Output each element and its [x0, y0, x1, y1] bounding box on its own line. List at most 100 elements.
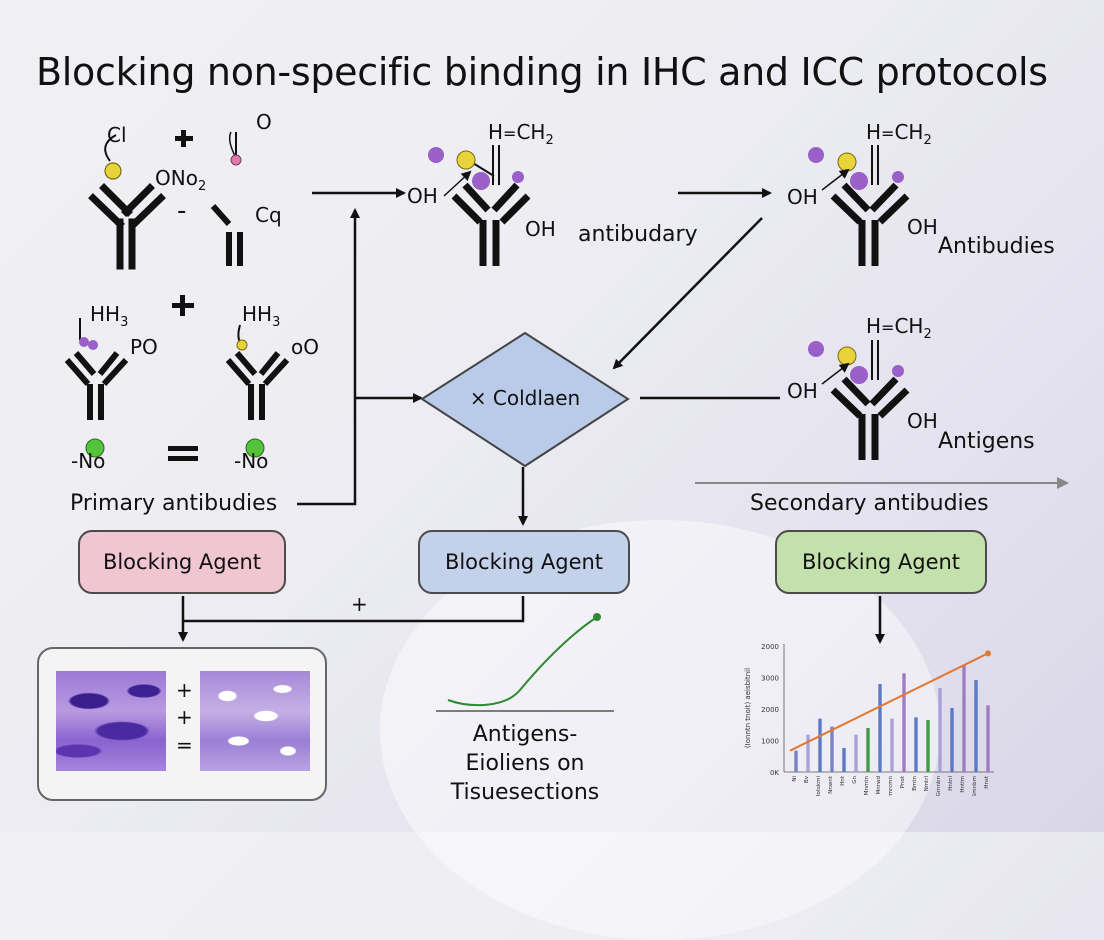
label-oh-right-left: OH: [787, 185, 818, 209]
chart-bar: [878, 684, 882, 772]
chart-bar: [854, 734, 858, 772]
label-hch2-center: H=CH2: [488, 120, 554, 148]
tissue-plus-1: +: [176, 678, 193, 702]
caption-line-3: Tisuesections: [450, 780, 600, 805]
bond-line: [871, 145, 879, 185]
arrow-diag-to-diamond: [612, 217, 763, 370]
chart-ytick-label: 2000: [761, 706, 779, 714]
chart-xtick-label: Grnnbn: [936, 776, 942, 796]
label-oh-mid-right: OH: [907, 409, 938, 433]
label-cl: Cl: [107, 123, 127, 147]
chart-ylabel: (Ionntn tnoit) aeisbitnil: [744, 668, 752, 748]
chart-xtick-label: Hnt: [840, 775, 846, 786]
label-o: O: [256, 110, 272, 134]
yellow-atom: [236, 339, 248, 351]
yellow-atom: [456, 150, 476, 170]
green-atom: [245, 438, 265, 458]
green-curve: [447, 616, 598, 707]
equals-bar-top: [168, 446, 198, 451]
label-no-a: -No: [71, 449, 106, 473]
chart-xtick-label: Smnbm: [972, 776, 978, 796]
caption-line-1: Antigens-: [472, 722, 578, 747]
label-oh-mid-left: OH: [787, 379, 818, 403]
label-cq: Cq: [255, 203, 282, 227]
label-oh-center-left: OH: [407, 184, 438, 208]
chart-bar: [866, 728, 870, 772]
chart-xtick-label: Mnmtn: [864, 775, 870, 795]
label-oo: oO: [291, 335, 319, 359]
purple-atom: [88, 340, 98, 350]
purple-atom: [850, 366, 868, 384]
chart-xtick-label: Botskmi: [816, 776, 822, 796]
chart-bar: [818, 718, 822, 772]
tissue-equals: =: [176, 733, 193, 757]
connector-blue-to-pink: [183, 596, 525, 623]
antibody-right-mid: [830, 376, 910, 460]
decision-diamond[interactable]: [420, 331, 630, 468]
chart-xtick-label: Gn: [852, 775, 858, 783]
antibody-right-top: [830, 182, 910, 266]
chart-bar: [986, 705, 990, 772]
chart-bar: [974, 680, 978, 772]
chart-xtick-label: Hnst: [984, 775, 990, 788]
label-oh-center-right: OH: [525, 217, 556, 241]
pink-atom: [230, 154, 242, 166]
bond-line: [104, 134, 117, 162]
chart-xtick-label: Bmtn: [912, 775, 918, 790]
label-hh3-b: HH3: [242, 302, 281, 330]
bond-line: [228, 131, 236, 157]
label-hch2-right: H=CH2: [866, 120, 932, 148]
chart-ytick-label: 1000: [761, 738, 779, 746]
purple-atom: [472, 172, 490, 190]
small-arrow: [821, 362, 850, 385]
chart-ytick-label: 0K: [770, 769, 779, 777]
blocking-agent-button-blue[interactable]: Blocking Agent: [418, 530, 630, 594]
label-po: PO: [130, 335, 158, 359]
chart-trend-line: [789, 652, 989, 752]
chart-ytick-label: 3000: [761, 675, 779, 683]
purple-atom: [428, 147, 444, 163]
blocking-agent-button-green[interactable]: Blocking Agent: [775, 530, 987, 594]
blocking-agent-button-pink[interactable]: Blocking Agent: [78, 530, 286, 594]
tissue-image-stained: [56, 671, 166, 771]
yellow-atom: [837, 346, 857, 366]
label-oh-right-right: OH: [907, 215, 938, 239]
chart-xtick-label: Nmtrl: [924, 776, 930, 792]
equals-bar-bottom: [168, 456, 198, 461]
chart-bar: [842, 748, 846, 772]
antibody-left-3: [64, 351, 129, 420]
purple-atom: [79, 337, 89, 347]
label-ono: ONo2: [155, 166, 207, 194]
purple-atom: [892, 171, 904, 183]
caption-line-2: Eioliens on: [465, 751, 585, 776]
chart-bar: [794, 750, 798, 772]
bottom-caption: Antigens- Eioliens on Tisuesections: [430, 720, 620, 807]
chart-xtick-label: Pnot: [900, 775, 906, 788]
chart-bar: [890, 718, 894, 772]
small-arrow: [821, 168, 850, 191]
chart-bar: [962, 665, 966, 772]
purple-atom: [892, 365, 904, 377]
label-minus: -: [177, 196, 187, 226]
plus-sign-mid: [172, 295, 194, 316]
purple-atom: [850, 172, 868, 190]
purple-atom: [808, 147, 824, 163]
chart-bar: [950, 708, 954, 772]
chart-trend-endpoint: [985, 650, 991, 657]
antibody-left-1: [88, 183, 166, 270]
antibody-center: [451, 182, 531, 266]
yellow-atom: [837, 152, 857, 172]
bar-chart: (Ionntn tnoit) aeisbitnil0K1000200030002…: [744, 643, 994, 796]
chart-xtick-label: Hntlm: [960, 776, 966, 793]
diamond-label: × Coldlaen: [469, 386, 581, 410]
arrow-primary-up: [297, 208, 360, 506]
curve-endpoint: [593, 613, 601, 621]
chart-bar: [914, 717, 918, 772]
chart-bar: [902, 673, 906, 772]
antibody-left-4: [225, 351, 290, 420]
label-hh3-a: HH3: [90, 302, 129, 330]
antigens-label: Antigens: [938, 429, 1035, 454]
plus-sign-top: [175, 130, 193, 147]
label-hch2-mid: H=CH2: [866, 314, 932, 342]
chart-xtick-label: Ni: [792, 776, 798, 782]
